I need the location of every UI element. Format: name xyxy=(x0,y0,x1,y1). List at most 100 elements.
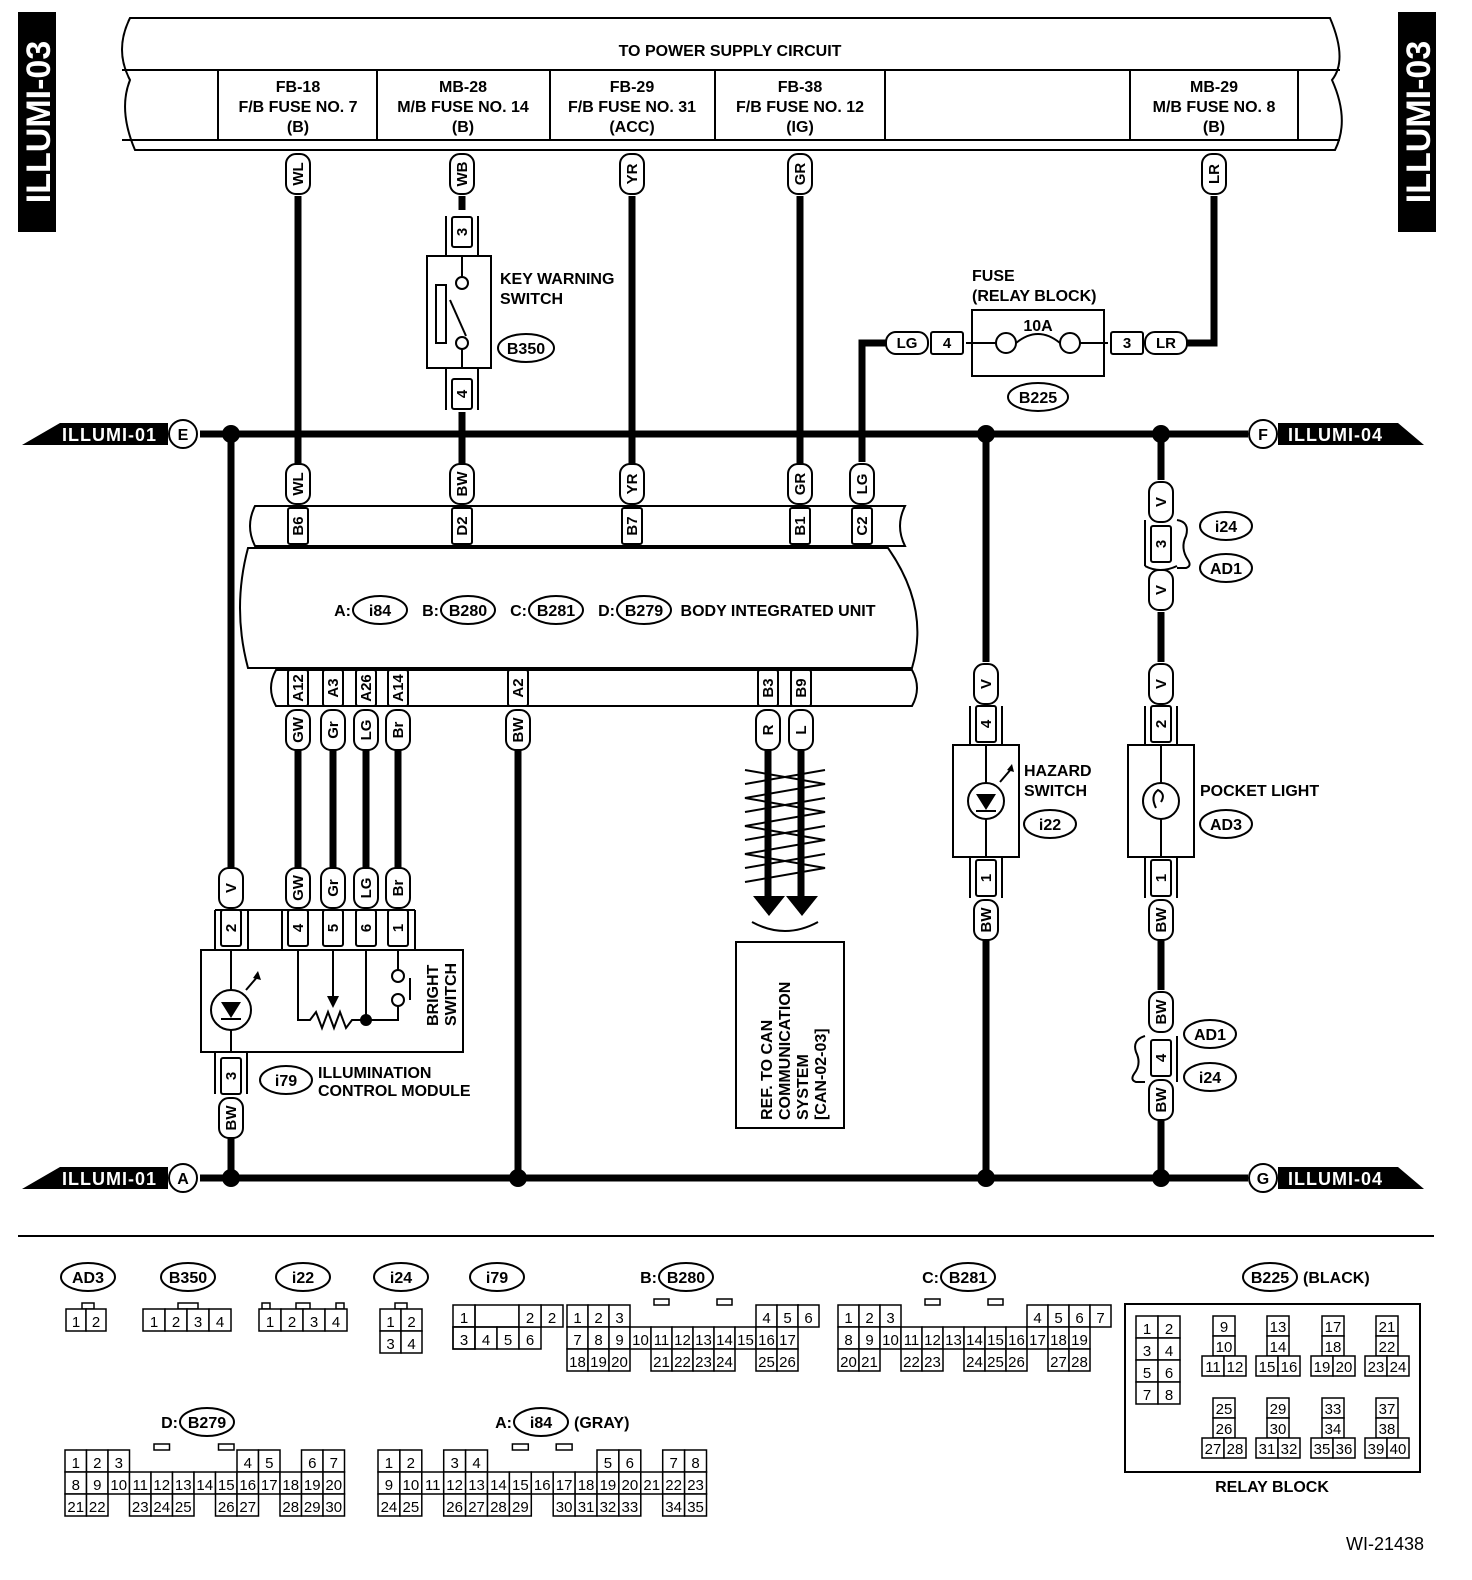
svg-text:4: 4 xyxy=(332,1314,340,1331)
svg-text:25: 25 xyxy=(403,1499,420,1516)
svg-text:18: 18 xyxy=(569,1354,586,1371)
svg-text:30: 30 xyxy=(325,1499,342,1516)
icm-wire-bottom: BW xyxy=(218,1097,244,1139)
svg-text:14: 14 xyxy=(490,1477,507,1494)
svg-text:B280: B280 xyxy=(667,1270,705,1287)
biu-bottom-pin: B3 xyxy=(757,669,779,707)
svg-text:5: 5 xyxy=(1054,1310,1062,1327)
svg-text:14: 14 xyxy=(196,1477,213,1494)
svg-text:LG: LG xyxy=(854,474,871,495)
fuse-label-4-l2: M/B FUSE NO. 8 xyxy=(1153,99,1276,116)
svg-text:YR: YR xyxy=(624,163,641,184)
svg-text:22: 22 xyxy=(903,1354,920,1371)
svg-text:2: 2 xyxy=(594,1310,602,1327)
svg-text:33: 33 xyxy=(622,1499,639,1516)
svg-text:19: 19 xyxy=(1314,1359,1331,1376)
svg-text:20: 20 xyxy=(840,1354,857,1371)
svg-text:B350: B350 xyxy=(169,1270,207,1287)
svg-text:30: 30 xyxy=(556,1499,573,1516)
svg-text:V: V xyxy=(1153,679,1170,689)
svg-text:17: 17 xyxy=(1029,1332,1046,1349)
biu-top-wire-tag: BW xyxy=(449,463,475,505)
svg-text:24: 24 xyxy=(716,1354,733,1371)
svg-text:8: 8 xyxy=(844,1332,852,1349)
svg-text:13: 13 xyxy=(695,1332,712,1349)
svg-text:(RELAY BLOCK): (RELAY BLOCK) xyxy=(972,288,1096,305)
svg-text:A:: A: xyxy=(334,603,351,620)
svg-text:8: 8 xyxy=(72,1477,80,1494)
svg-text:21: 21 xyxy=(861,1354,878,1371)
svg-text:5: 5 xyxy=(504,1332,512,1349)
joint-bottom-pin: 4 xyxy=(1150,1039,1172,1077)
biu-bottom-pin: A14 xyxy=(387,669,409,707)
connector-ad3: AD3 xyxy=(1199,809,1253,839)
svg-text:BODY INTEGRATED UNIT: BODY INTEGRATED UNIT xyxy=(681,603,876,620)
svg-text:4: 4 xyxy=(472,1455,480,1472)
svg-text:GW: GW xyxy=(290,716,307,743)
biu-top-wire-tag: GR xyxy=(787,463,813,505)
icm-wire-tag: V xyxy=(218,867,244,909)
svg-text:B1: B1 xyxy=(792,516,809,535)
svg-text:24: 24 xyxy=(966,1354,983,1371)
biu-bottom-pin: A26 xyxy=(355,669,377,707)
connector-i24-bottom: i24 xyxy=(1183,1062,1237,1092)
svg-text:16: 16 xyxy=(758,1332,775,1349)
svg-text:39: 39 xyxy=(1368,1441,1385,1458)
svg-text:21: 21 xyxy=(643,1477,660,1494)
svg-text:25: 25 xyxy=(1216,1401,1233,1418)
svg-text:(GRAY): (GRAY) xyxy=(574,1415,629,1432)
relay-fuse-wire-right: LR xyxy=(1144,331,1188,355)
svg-text:3: 3 xyxy=(386,1336,394,1353)
svg-text:22: 22 xyxy=(665,1477,682,1494)
svg-text:6: 6 xyxy=(308,1455,316,1472)
hazard-pin-top: 4 xyxy=(975,705,997,743)
svg-text:27: 27 xyxy=(1050,1354,1067,1371)
svg-text:14: 14 xyxy=(966,1332,983,1349)
svg-text:POCKET LIGHT: POCKET LIGHT xyxy=(1200,783,1319,800)
svg-text:12: 12 xyxy=(446,1477,463,1494)
svg-text:13: 13 xyxy=(1270,1319,1287,1336)
svg-text:27: 27 xyxy=(239,1499,256,1516)
svg-text:35: 35 xyxy=(1314,1441,1331,1458)
svg-text:3: 3 xyxy=(886,1310,894,1327)
svg-text:35: 35 xyxy=(687,1499,704,1516)
svg-text:FUSE: FUSE xyxy=(972,268,1015,285)
fuse-label-0-l2: F/B FUSE NO. 7 xyxy=(238,99,357,116)
biu-top-wire-tag: WL xyxy=(285,463,311,505)
fuse-label-3-l1: FB-38 xyxy=(778,79,823,96)
fuse-label-3-l3: (IG) xyxy=(786,119,814,136)
key-warning-switch: KEY WARNING SWITCH xyxy=(426,216,614,410)
svg-text:ILLUMI-01: ILLUMI-01 xyxy=(62,1169,157,1189)
svg-text:10A: 10A xyxy=(1023,318,1053,335)
joint-top-wire-upper: V xyxy=(1148,481,1174,523)
biu-top-pin: B1 xyxy=(789,507,811,545)
svg-text:10: 10 xyxy=(882,1332,899,1349)
icm-pin-bottom: 3 xyxy=(220,1057,242,1095)
biu-bottom-pin: B9 xyxy=(790,669,812,707)
svg-text:i84: i84 xyxy=(530,1415,552,1432)
svg-text:6: 6 xyxy=(526,1332,534,1349)
svg-text:23: 23 xyxy=(132,1499,149,1516)
svg-text:1: 1 xyxy=(150,1314,158,1331)
icm-pin: 5 xyxy=(322,909,344,947)
relay-block-caption: RELAY BLOCK xyxy=(1215,1479,1329,1496)
joint-connector-bottom xyxy=(1131,1035,1178,1083)
joint-top-pin: 3 xyxy=(1150,525,1172,563)
svg-text:D2: D2 xyxy=(454,516,471,535)
supply-wire-tag: GR xyxy=(787,153,813,195)
icm-wire-tag: Br xyxy=(385,867,411,909)
svg-text:33: 33 xyxy=(1325,1401,1342,1418)
svg-text:SWITCH: SWITCH xyxy=(1024,783,1087,800)
pocket-wire-top: V xyxy=(1148,663,1174,705)
svg-text:2: 2 xyxy=(1153,720,1170,728)
svg-text:B225: B225 xyxy=(1019,390,1057,407)
svg-text:22: 22 xyxy=(1379,1339,1396,1356)
svg-text:18: 18 xyxy=(282,1477,299,1494)
svg-text:3: 3 xyxy=(194,1314,202,1331)
svg-text:2: 2 xyxy=(526,1310,534,1327)
